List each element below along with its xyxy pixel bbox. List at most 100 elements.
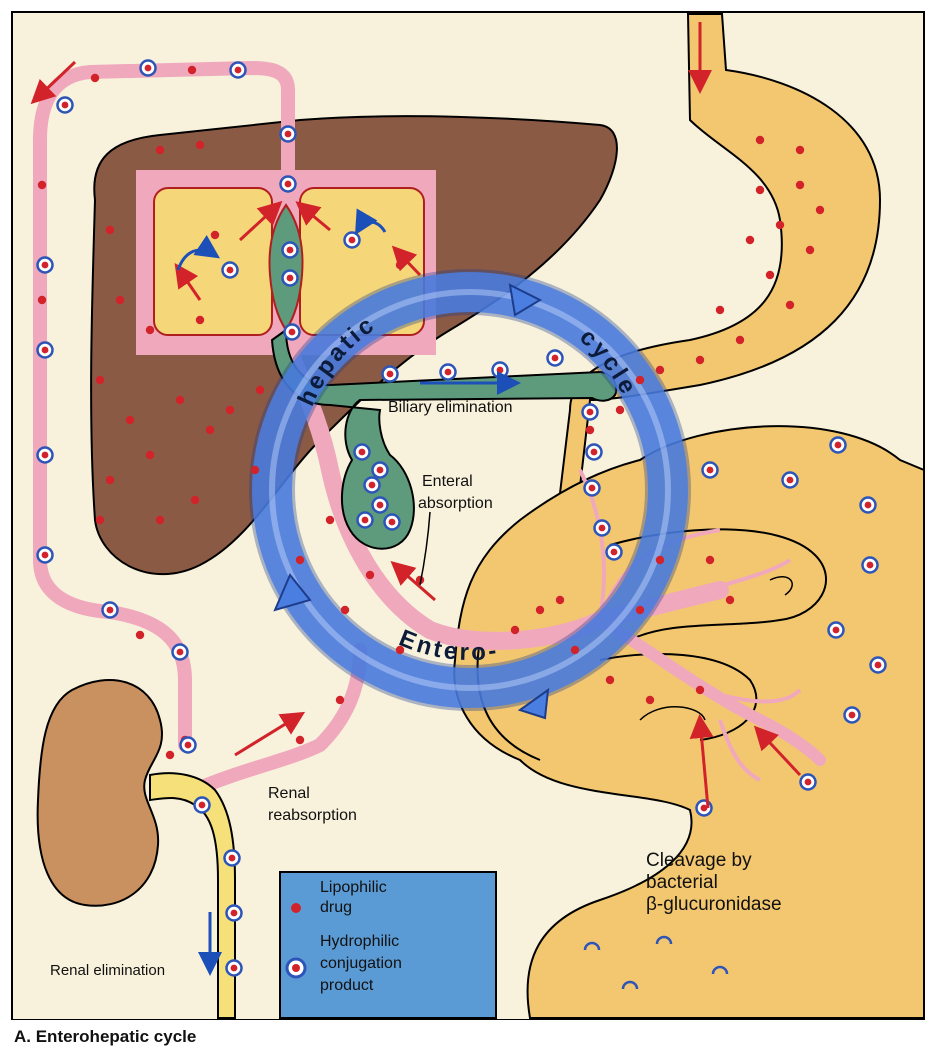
lipophilic-drug-dot <box>765 270 775 280</box>
conjugate-dot <box>171 643 189 661</box>
conjugate-dot <box>279 175 297 193</box>
lipophilic-drug-dot <box>225 405 235 415</box>
conjugate-dot <box>223 849 241 867</box>
lipophilic-drug-dot <box>90 73 100 83</box>
lipophilic-drug-dot <box>175 395 185 405</box>
lipophilic-drug-dot <box>145 325 155 335</box>
label-cleavage-3: β-glucuronidase <box>646 894 782 915</box>
conjugate-dot <box>829 436 847 454</box>
lipophilic-drug-dot <box>555 595 565 605</box>
label-cleavage-2: bacterial <box>646 872 718 893</box>
lipophilic-drug-dot <box>365 570 375 580</box>
conjugate-dot <box>491 361 509 379</box>
lipophilic-drug-dot <box>745 235 755 245</box>
intestines <box>453 425 925 1019</box>
lipophilic-drug-dot <box>805 245 815 255</box>
lipophilic-drug-dot <box>645 695 655 705</box>
conjugate-dot <box>861 556 879 574</box>
lipophilic-drug-dot <box>535 605 545 615</box>
conjugate-dot <box>583 479 601 497</box>
lipophilic-drug-dot <box>655 555 665 565</box>
lipophilic-drug-dot <box>210 230 220 240</box>
lipophilic-drug-dot <box>395 645 405 655</box>
arrow-renal-reabsorption <box>234 711 306 757</box>
conjugate-dot <box>827 621 845 639</box>
conjugate-dot <box>279 125 297 143</box>
label-renal-reabsorption-1: Renal <box>268 785 310 802</box>
conjugate-dot <box>701 461 719 479</box>
conjugate-dot <box>193 796 211 814</box>
conjugate-dot <box>353 443 371 461</box>
conjugate-dot <box>585 443 603 461</box>
conjugate-dot <box>343 231 361 249</box>
lipophilic-drug-dot <box>815 205 825 215</box>
lipophilic-drug-dot <box>190 495 200 505</box>
lipophilic-drug-dot <box>205 425 215 435</box>
conjugate-dot <box>139 59 157 77</box>
conjugate-dot <box>869 656 887 674</box>
lipophilic-drug-dot <box>775 220 785 230</box>
lipophilic-drug-dot <box>695 685 705 695</box>
legend: Lipophilic drug Hydrophilic conjugation … <box>279 871 497 1019</box>
arrow-hepatocyte-l <box>238 200 283 242</box>
label-renal-reabsorption-2: reabsorption <box>268 807 357 824</box>
conjugate-dot <box>225 959 243 977</box>
lipophilic-drug-dot <box>95 375 105 385</box>
bacterium-mark <box>711 965 729 975</box>
conjugate-dot <box>283 323 301 341</box>
legend-lipophilic-2: drug <box>320 899 352 916</box>
arrow-conjugation-r <box>354 208 387 236</box>
arrow-uptake-l <box>174 263 202 301</box>
conjugate-dot <box>356 511 374 529</box>
enteral-leader-line <box>419 511 431 586</box>
conjugate-dot <box>546 349 564 367</box>
arrow-cleavage-a <box>689 714 714 809</box>
lipophilic-drug-dot <box>145 450 155 460</box>
bacterium-mark <box>583 941 601 951</box>
lipophilic-drug-dot <box>250 465 260 475</box>
arrow-enteral-absorption <box>390 561 436 602</box>
legend-box <box>279 871 497 1019</box>
lipophilic-drug-dot <box>725 595 735 605</box>
lipophilic-drug-dot <box>105 475 115 485</box>
conjugate-dot <box>36 446 54 464</box>
lipophilic-drug-dot <box>165 750 175 760</box>
conjugate-dot <box>593 519 611 537</box>
lipophilic-drug-dot <box>255 385 265 395</box>
lipophilic-drug-dot <box>155 145 165 155</box>
lipophilic-drug-dot <box>735 335 745 345</box>
conjugate-dot <box>381 365 399 383</box>
conjugate-dot <box>36 546 54 564</box>
conjugate-dot <box>383 513 401 531</box>
lipophilic-drug-dot <box>335 695 345 705</box>
lipophilic-drug-dot <box>155 515 165 525</box>
conjugate-dot <box>799 773 817 791</box>
conjugate-dot <box>229 61 247 79</box>
lipophilic-drug-dot <box>655 365 665 375</box>
lipophilic-drug-dot <box>570 645 580 655</box>
lipophilic-drug-dot <box>135 630 145 640</box>
lipophilic-drug-dot <box>695 355 705 365</box>
lipophilic-drug-dot <box>37 295 47 305</box>
lipophilic-drug-dot <box>295 555 305 565</box>
lipophilic-drug-dot <box>635 605 645 615</box>
arrow-uptake-r <box>391 245 422 277</box>
label-enteral-line2: absorption <box>418 495 493 512</box>
lipophilic-drug-dot <box>37 180 47 190</box>
conjugate-dot <box>371 461 389 479</box>
lipophilic-drug-dot <box>510 625 520 635</box>
bacterium-mark <box>621 980 639 990</box>
conjugate-dot <box>843 706 861 724</box>
lipophilic-drug-dot <box>755 185 765 195</box>
legend-hydrophilic-1: Hydrophilic <box>320 933 399 950</box>
conjugate-dot <box>363 476 381 494</box>
lipophilic-drug-dots <box>37 65 825 760</box>
lipophilic-drug-dot <box>340 605 350 615</box>
lipophilic-drug-dot <box>105 225 115 235</box>
conjugate-dot <box>36 341 54 359</box>
legend-drug-dot <box>291 903 301 913</box>
lipophilic-drug-dot <box>795 145 805 155</box>
lipophilic-drug-dot <box>325 515 335 525</box>
